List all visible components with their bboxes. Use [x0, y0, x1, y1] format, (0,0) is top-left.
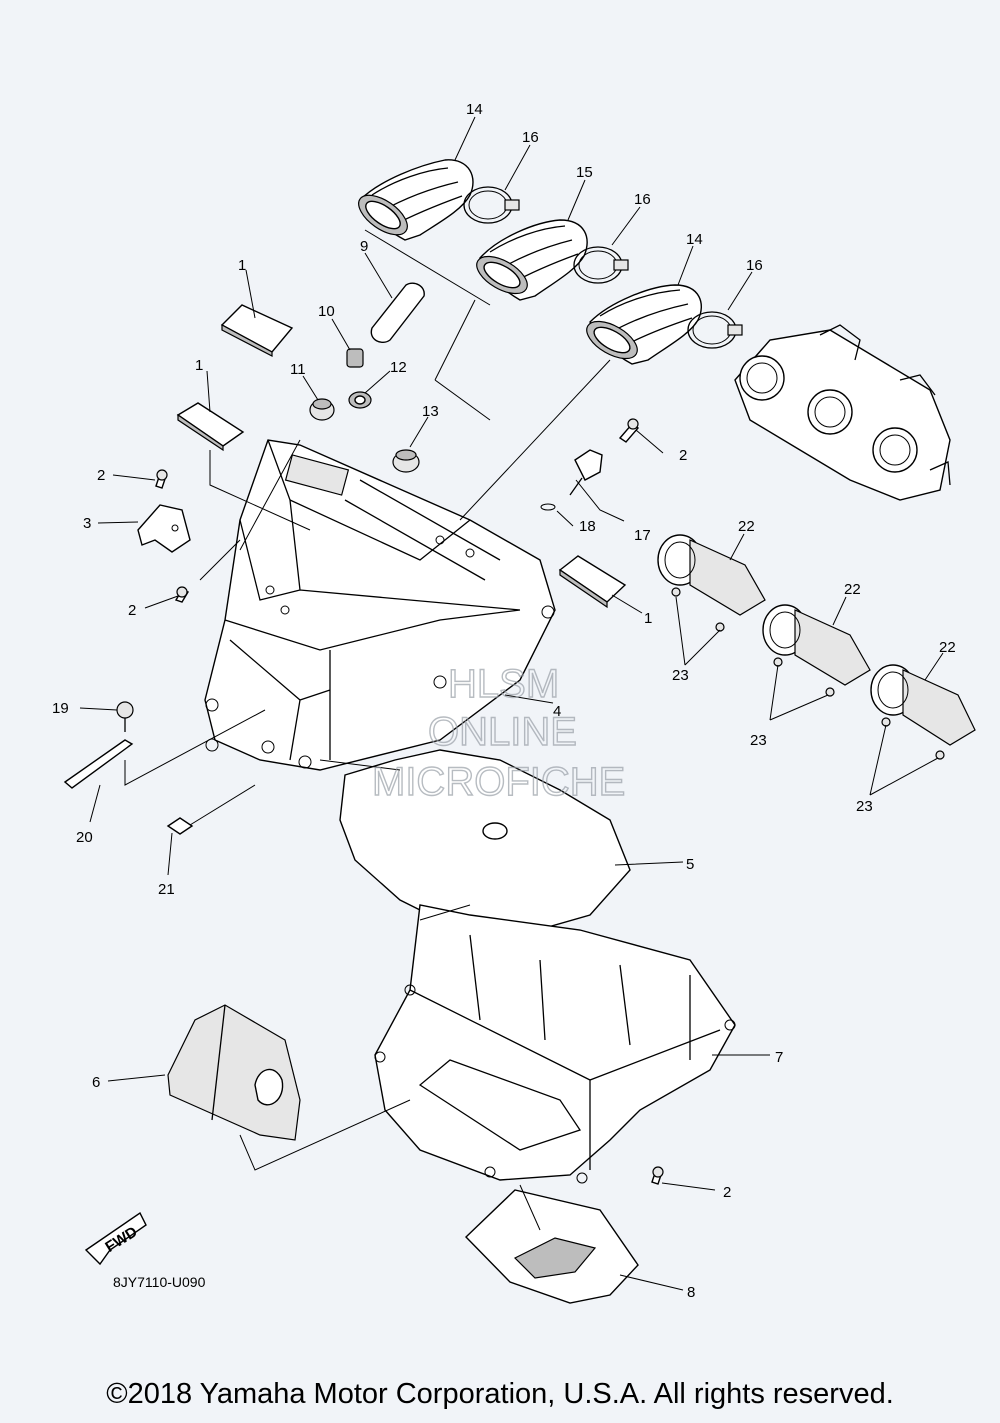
throttle-body-assembly	[734, 324, 951, 501]
grommet-11[interactable]	[309, 398, 335, 421]
strap-20[interactable]	[63, 739, 134, 789]
label-9: 9	[360, 238, 368, 255]
joint-22-top[interactable]	[657, 534, 766, 632]
joint-22-bottom[interactable]	[870, 664, 976, 760]
watermark-line-2: ONLINE	[428, 710, 577, 754]
label-16-left: 16	[522, 129, 539, 146]
label-11: 11	[290, 361, 306, 378]
screw-2-bracket[interactable]	[155, 469, 168, 489]
fwd-arrow-icon: FWD	[84, 1211, 147, 1266]
clip-21[interactable]	[166, 817, 194, 835]
o-ring-18[interactable]	[540, 503, 556, 511]
label-14-right: 14	[686, 231, 703, 248]
label-12: 12	[390, 359, 407, 376]
label-23-middle: 23	[750, 732, 767, 749]
element-5[interactable]	[339, 749, 631, 936]
screw-2-top-right[interactable]	[618, 418, 640, 443]
label-2-bracket: 2	[97, 467, 105, 484]
intake-funnel-14-left[interactable]	[352, 159, 474, 243]
label-14-left: 14	[466, 101, 483, 118]
hose-band-16-right[interactable]	[687, 311, 743, 349]
sponge-1-left[interactable]	[176, 402, 245, 452]
intake-funnel-15[interactable]	[471, 219, 588, 301]
label-6: 6	[92, 1074, 100, 1091]
label-18: 18	[579, 518, 596, 535]
screw-2-bottom[interactable]	[651, 1166, 664, 1185]
label-7: 7	[775, 1049, 783, 1066]
label-3: 3	[83, 515, 91, 532]
screw-2-left[interactable]	[174, 586, 190, 603]
joint-22-middle[interactable]	[762, 604, 871, 697]
diagram-code: 8JY7110-U090	[113, 1274, 206, 1290]
sensor-17[interactable]	[569, 449, 603, 496]
label-23-bottom: 23	[856, 798, 873, 815]
label-21: 21	[158, 881, 175, 898]
hose-band-16-left[interactable]	[463, 186, 520, 224]
sponge-1-top[interactable]	[220, 304, 294, 357]
grommet-13[interactable]	[392, 449, 420, 473]
label-2-left: 2	[128, 602, 136, 619]
leader-lines	[79, 116, 944, 1291]
part-number-labels: 14 16 15 16 14 16 1 9 10 11 12 1 13 2 3 …	[52, 101, 956, 1301]
label-16-middle: 16	[634, 191, 651, 208]
label-13: 13	[422, 403, 439, 420]
label-10: 10	[318, 303, 335, 320]
label-1-top: 1	[238, 257, 246, 274]
label-15: 15	[576, 164, 593, 181]
label-2-top-right: 2	[679, 447, 687, 464]
bracket-3[interactable]	[137, 504, 191, 553]
grommet-12[interactable]	[348, 391, 372, 409]
watermark-line-3: MICROFICHE	[372, 760, 625, 804]
label-4: 4	[553, 703, 561, 720]
cap-10[interactable]	[346, 348, 364, 368]
label-5: 5	[686, 856, 694, 873]
hose-band-16-middle[interactable]	[573, 246, 629, 284]
label-22-bottom: 22	[939, 639, 956, 656]
label-1-left: 1	[195, 357, 203, 374]
screw-19[interactable]	[116, 701, 134, 732]
label-20: 20	[76, 829, 93, 846]
intake-funnel-14-right[interactable]	[581, 284, 702, 366]
copyright-notice: ©2018 Yamaha Motor Corporation, U.S.A. A…	[106, 1378, 894, 1410]
label-2-bottom: 2	[723, 1184, 731, 1201]
label-1-right: 1	[644, 610, 652, 627]
watermark-line-1: HLSM	[448, 662, 559, 706]
label-19: 19	[52, 700, 69, 717]
tube-9[interactable]	[370, 282, 425, 344]
label-17: 17	[634, 527, 651, 544]
label-22-middle: 22	[844, 581, 861, 598]
label-23-top: 23	[672, 667, 689, 684]
label-8: 8	[687, 1284, 695, 1301]
air-box-lower-case-7[interactable]	[374, 904, 736, 1184]
watermark: HLSM ONLINE MICROFICHE	[371, 661, 626, 804]
cover-6[interactable]	[167, 1004, 301, 1141]
label-22-top: 22	[738, 518, 755, 535]
label-16-right: 16	[746, 257, 763, 274]
sponge-1-right[interactable]	[558, 555, 627, 609]
screen-8[interactable]	[465, 1189, 639, 1304]
